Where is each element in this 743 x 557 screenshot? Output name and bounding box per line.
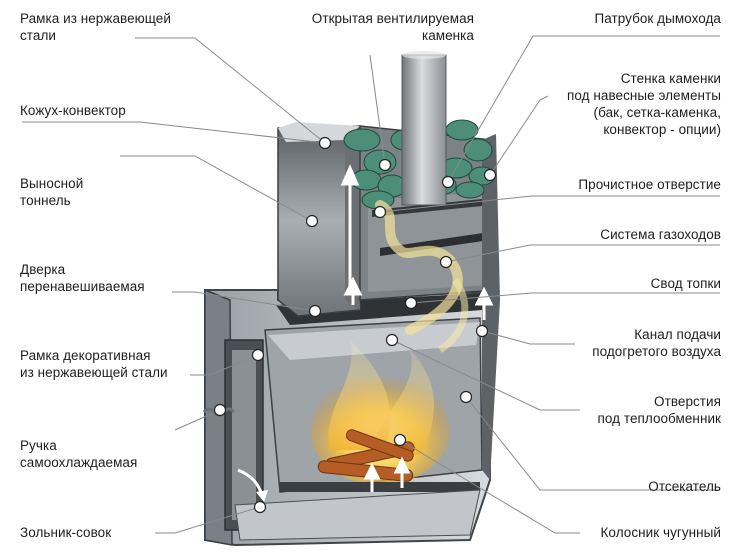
label-line: Свод топки [650, 276, 721, 291]
label-flue-pipe: Патрубок дымохода [594, 10, 721, 27]
label-line: тоннель [20, 193, 71, 208]
leader-lines [22, 35, 720, 534]
label-heat-exchanger-holes: Отверстия под теплообменник [598, 393, 721, 427]
label-line: Система газоходов [600, 227, 721, 242]
callout-markers [213, 136, 497, 514]
flue-pipe [401, 51, 447, 206]
label-line: самоохлаждаемая [20, 455, 138, 470]
label-line: Открытая вентилируемая [311, 11, 474, 26]
label-line: Прочистное отверстие [578, 177, 721, 192]
label-line: Колосник чугунный [600, 525, 721, 540]
label-line: Кожух-конвектор [20, 103, 126, 118]
fire-and-airflow [202, 164, 494, 541]
label-handle: Ручка самоохлаждаемая [20, 437, 137, 471]
label-line: каменка [421, 28, 474, 43]
label-gas-duct-system: Система газоходов [600, 226, 721, 243]
label-line: конвектор - опции) [603, 122, 721, 137]
label-line: под теплообменник [597, 411, 721, 426]
label-line: Стенка каменки [620, 71, 721, 86]
label-casing-convector: Кожух-конвектор [20, 102, 126, 119]
label-ash-pan: Зольник-совок [20, 524, 111, 541]
label-line: перенавешиваемая [20, 279, 145, 294]
label-air-channel: Канал подачи подогретого воздуха [592, 326, 721, 360]
label-line: под навесные элементы [567, 88, 721, 103]
label-remote-tunnel: Выносной тоннель [20, 175, 83, 209]
label-cleaning-hole: Прочистное отверстие [578, 176, 721, 193]
label-line: Отверстия [654, 394, 721, 409]
label-open-heater: Открытая вентилируемая каменка [284, 10, 474, 44]
label-line: Отсекатель [648, 479, 721, 494]
label-line: Выносной [20, 176, 84, 191]
label-line: Патрубок дымохода [594, 11, 721, 26]
label-cutoff: Отсекатель [648, 478, 721, 495]
label-firebox-vault: Свод топки [651, 275, 721, 292]
label-line: Канал подачи [634, 327, 721, 342]
label-line: (бак, сетка-каменка, [593, 105, 721, 120]
label-line: Зольник-совок [20, 525, 112, 540]
label-line: подогретого воздуха [592, 344, 721, 359]
label-grate: Колосник чугунный [601, 524, 721, 541]
label-frame-decorative: Рамка декоративная из нержавеющей стали [20, 347, 168, 381]
label-frame-stainless: Рамка из нержавеющей стали [20, 10, 171, 44]
label-line: Рамка декоративная [20, 348, 151, 363]
label-line: из нержавеющей стали [20, 365, 168, 380]
label-line: Дверка [20, 262, 66, 277]
label-line: Ручка [20, 438, 57, 453]
label-line: Рамка из нержавеющей [20, 11, 171, 26]
label-door-reversible: Дверка перенавешиваемая [20, 261, 145, 295]
label-line: стали [20, 28, 56, 43]
label-heater-wall: Стенка каменки под навесные элементы (ба… [567, 70, 721, 138]
